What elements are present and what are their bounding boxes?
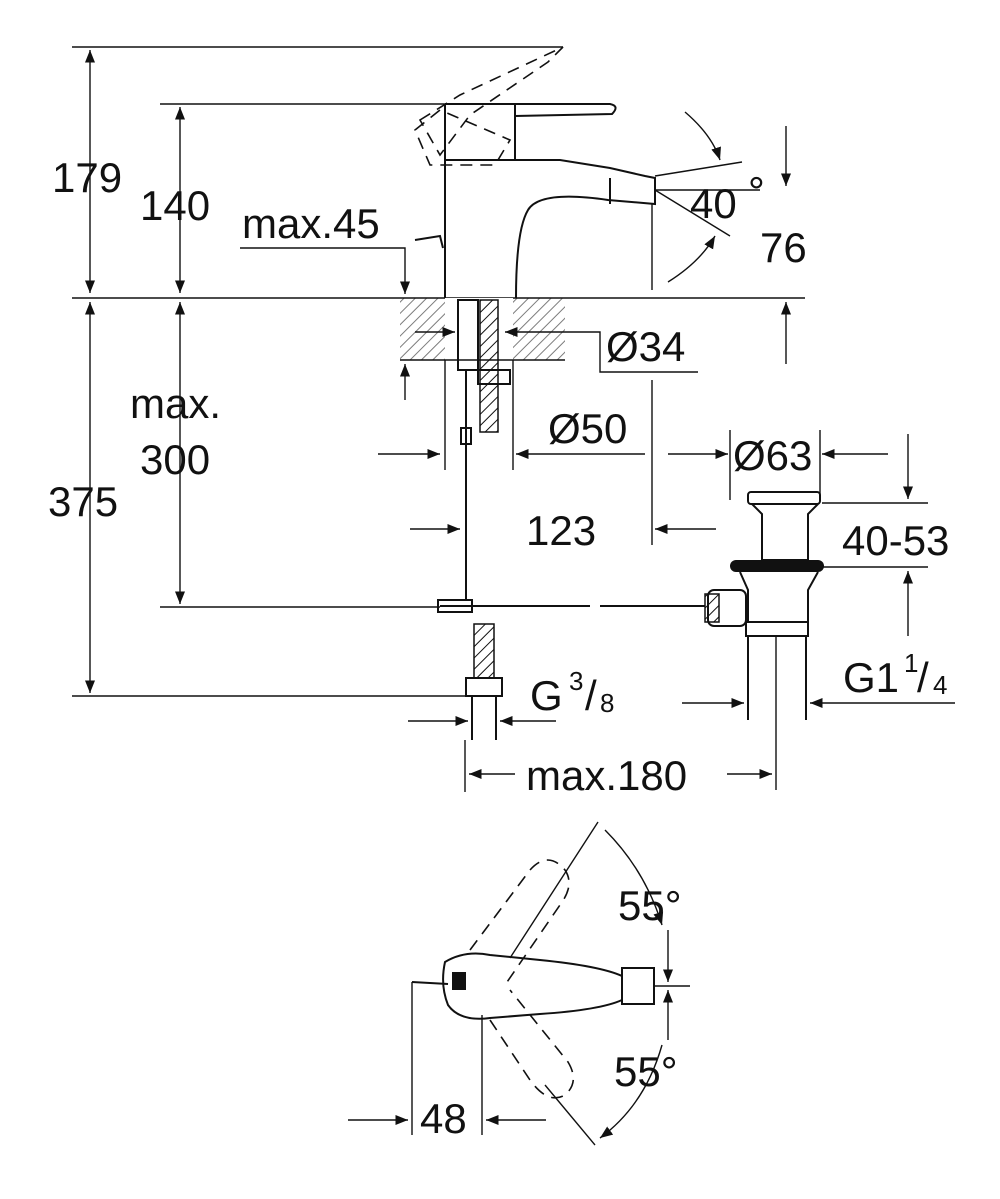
- label-40-53: 40-53: [842, 517, 949, 564]
- ext-40-top: [654, 161, 743, 177]
- label-g: G: [530, 672, 563, 719]
- top-view-body: [442, 952, 623, 1020]
- drain-flange: [747, 491, 821, 505]
- popup-rod-clamp: [460, 427, 472, 445]
- label-300: 300: [140, 436, 210, 483]
- dimension-labels: 179 140 max.45 40 ° 76 Ø34 max. 300 375 …: [48, 154, 949, 1142]
- spout-outline: [445, 159, 656, 299]
- dim-line-max45: [240, 247, 411, 294]
- label-76: 76: [760, 224, 807, 271]
- label-dia50: Ø50: [548, 405, 627, 452]
- dimension-lines: [72, 50, 955, 792]
- popup-rod-handle: [414, 234, 444, 249]
- lever-open-outline: [418, 46, 564, 157]
- faucet-top-view: [348, 821, 690, 1146]
- popup-drain: [704, 491, 824, 790]
- supply-hose-braided: [479, 299, 499, 433]
- label-max: max.: [130, 380, 221, 427]
- lever-rotated-left-outline: [469, 859, 570, 986]
- lower-supply-hose: [473, 623, 495, 679]
- hose-connector-nut: [465, 677, 503, 697]
- lever-base-open-outline: [414, 109, 512, 166]
- label-g-numerator: 3: [569, 666, 583, 696]
- dim-arc-40-bottom: [667, 235, 716, 283]
- label-max45: max.45: [242, 200, 380, 247]
- label-g1: G1: [843, 654, 899, 701]
- label-g1-denominator: 4: [933, 670, 947, 700]
- dim-arc-55-top: [604, 829, 664, 926]
- label-55-top: 55°: [618, 882, 682, 929]
- label-g-denominator: 8: [600, 688, 614, 718]
- linkage-clamp: [437, 599, 473, 613]
- dim-arc-55-bottom: [599, 1044, 663, 1139]
- mounting-shank: [457, 299, 479, 371]
- ext-40-bottom: [654, 189, 731, 237]
- top-view-popup-rod: [411, 981, 449, 985]
- faucet-body-left: [444, 104, 516, 298]
- dim-leader-34: [545, 331, 698, 373]
- drain-body-upper: [751, 503, 819, 561]
- lever-closed: [445, 103, 617, 117]
- label-max180: max.180: [526, 752, 687, 799]
- label-dia34: Ø34: [606, 323, 685, 370]
- label-40-degree: °: [748, 168, 765, 215]
- label-123: 123: [526, 507, 596, 554]
- drain-body-lower: [739, 571, 819, 623]
- dim-arc-40-top: [684, 111, 721, 161]
- pivot-nut: [704, 593, 720, 623]
- label-48: 48: [420, 1095, 467, 1142]
- rotation-ref-bottom: [544, 1084, 596, 1146]
- label-dia63: Ø63: [733, 432, 812, 479]
- label-40: 40: [690, 180, 737, 227]
- label-140: 140: [140, 182, 210, 229]
- drain-tail-nut: [745, 621, 809, 637]
- rotation-ref-top: [509, 821, 599, 959]
- lever-rotated-right-outline: [489, 989, 575, 1099]
- top-view-logo-mark: [452, 972, 466, 990]
- drain-gasket: [730, 560, 824, 572]
- label-179: 179: [52, 154, 122, 201]
- label-g1-slash: /: [917, 654, 929, 701]
- label-g1-numerator: 1: [904, 648, 918, 678]
- label-375: 375: [48, 478, 118, 525]
- label-g-slash: /: [585, 672, 597, 719]
- top-view-spout-tip: [621, 967, 655, 1005]
- faucet-side-view: [72, 46, 805, 740]
- label-55-bottom: 55°: [614, 1048, 678, 1095]
- mounting-nut: [477, 369, 511, 385]
